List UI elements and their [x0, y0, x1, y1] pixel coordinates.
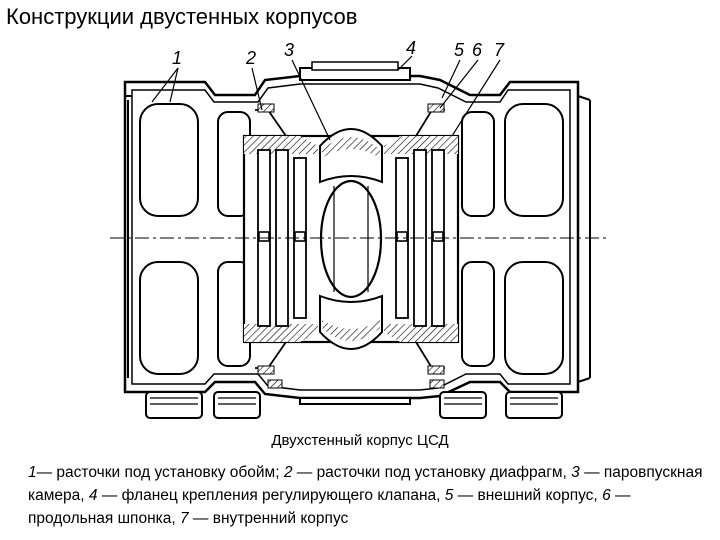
casing-drawing: 1 2 3 4 5 6 7 [110, 38, 608, 419]
right-bore-pockets [461, 103, 564, 375]
legend-item: 4 — фланец крепления регулирующего клапа… [88, 487, 445, 504]
callout-4: 4 [406, 38, 416, 58]
legend-item: 7 — внутренний корпус [179, 510, 349, 527]
legend-item: 5 — внешний корпус, [444, 487, 603, 504]
figure-caption: Двухстенный корпус ЦСД [271, 432, 449, 449]
callout-5: 5 [454, 40, 465, 60]
legend-item: 2 — расточки под установку диафрагм, [283, 464, 572, 481]
legend-item: 1— расточки под установку обойм; [28, 464, 284, 481]
legend-item: 3 — паровпускная камера, [28, 464, 703, 504]
page-title: Конструкции двустенных корпусов [6, 4, 358, 29]
callout-1: 1 [172, 48, 182, 68]
steam-chamber [319, 128, 383, 184]
callout-3: 3 [284, 40, 294, 60]
leader-lines [151, 55, 501, 141]
figure-legend: 1— расточки под установку обойм; 2 — рас… [28, 461, 708, 530]
longitudinal-keys [257, 103, 445, 389]
callout-2: 2 [245, 48, 256, 68]
callout-7: 7 [494, 40, 505, 60]
callout-6: 6 [472, 40, 483, 60]
legend-item: 6 — продольная шпонка, [28, 487, 631, 527]
